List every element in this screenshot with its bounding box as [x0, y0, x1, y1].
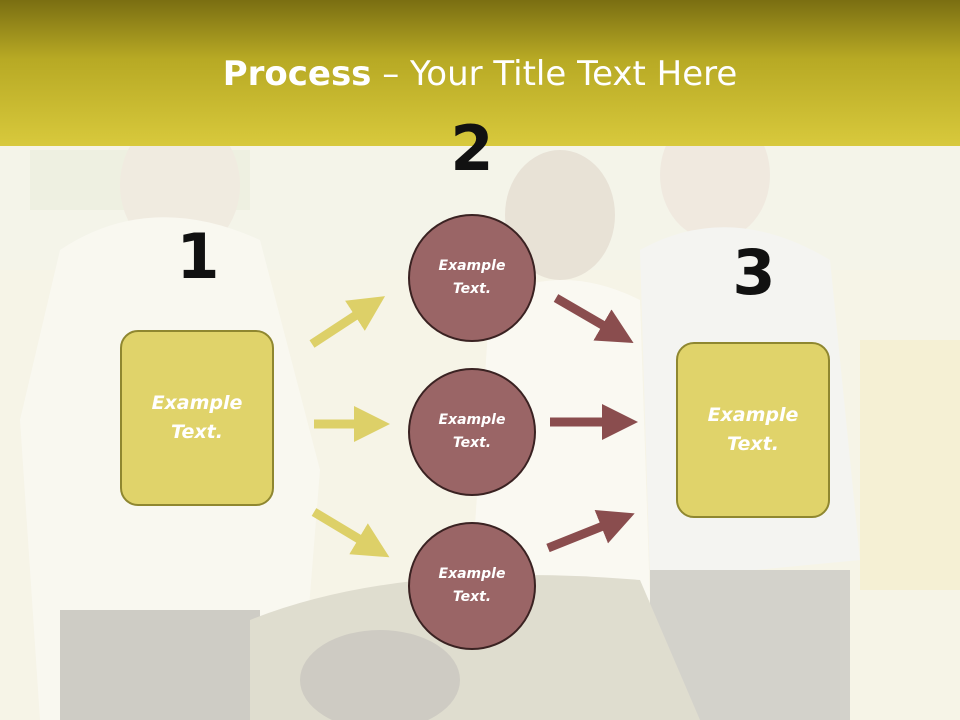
- title-bold: Process: [222, 54, 372, 94]
- step-2-circle-bottom: Example Text.: [408, 522, 536, 650]
- step-number-3: 3: [732, 236, 776, 309]
- step-2-circle-middle: Example Text.: [408, 368, 536, 496]
- step-2-circle-top: Example Text.: [408, 214, 536, 342]
- step-1-box: Example Text.: [120, 330, 274, 506]
- step-number-1: 1: [176, 220, 220, 293]
- title-rest: – Your Title Text Here: [371, 54, 738, 94]
- step-number-2: 2: [450, 112, 494, 185]
- circle-top-text: Example Text.: [438, 258, 506, 297]
- slide-title: Process – Your Title Text Here: [0, 52, 960, 96]
- arrow-circle-3-to-3: [546, 509, 635, 553]
- circle-middle-text: Example Text.: [438, 412, 506, 451]
- arrow-1-to-circle-1: [309, 296, 386, 348]
- circle-bottom-text: Example Text.: [438, 566, 506, 605]
- step-3-text: Example Text.: [707, 404, 799, 455]
- header-bar: [0, 0, 960, 146]
- step-1-text: Example Text.: [151, 392, 243, 443]
- step-3-box: Example Text.: [676, 342, 830, 518]
- arrow-circle-1-to-3: [553, 294, 634, 344]
- arrow-1-to-circle-3: [311, 508, 390, 558]
